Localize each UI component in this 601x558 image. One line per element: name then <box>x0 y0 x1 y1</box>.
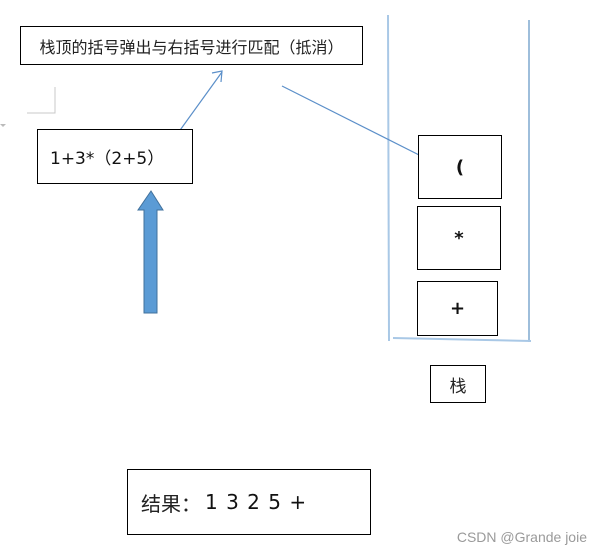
stack-wall-left <box>387 14 390 342</box>
stack-label-text: 栈 <box>449 376 467 397</box>
arrow-to-stack-top-icon <box>281 85 431 162</box>
stack-symbol: + <box>449 298 466 319</box>
result-box: 结果： 1 3 2 5 + <box>127 469 371 535</box>
stack-cell-middle: * <box>417 206 501 270</box>
expression-box: 1+3*（2+5） <box>37 129 193 184</box>
stack-label-box: 栈 <box>430 365 486 403</box>
result-value: 1 3 2 5 + <box>205 490 308 514</box>
stack-cell-top: ( <box>418 135 502 199</box>
watermark: CSDN @Grande joie <box>456 529 587 545</box>
stack-floor <box>392 337 532 342</box>
title-text: 栈顶的括号弹出与右括号进行匹配（抵消） <box>39 37 344 57</box>
small-triangle-mark <box>0 124 6 127</box>
title-box: 栈顶的括号弹出与右括号进行匹配（抵消） <box>20 26 363 65</box>
corner-mark <box>27 87 56 114</box>
stack-cell-bottom: + <box>417 281 498 336</box>
stack-symbol: * <box>454 227 464 249</box>
result-label: 结果： <box>141 491 201 516</box>
scan-pointer-up-arrow-icon <box>137 190 164 314</box>
expression-text: 1+3*（2+5） <box>50 149 165 169</box>
stack-symbol: ( <box>455 156 465 178</box>
